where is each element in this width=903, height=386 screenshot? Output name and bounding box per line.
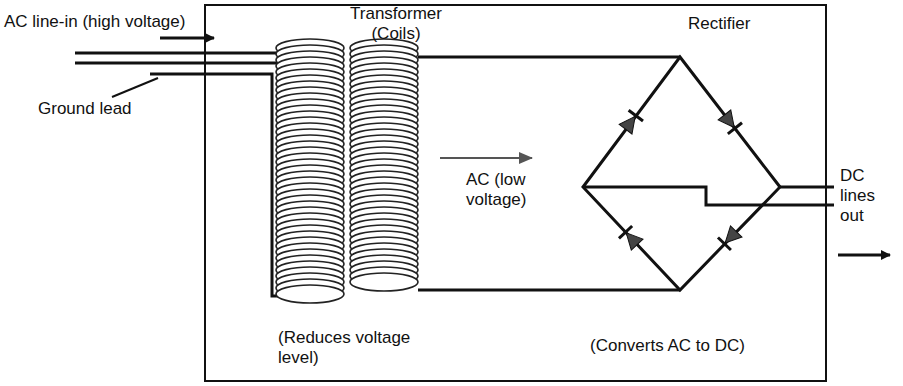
drawing-part (619, 112, 641, 134)
diode-symbol (618, 110, 643, 134)
part-label: Ground lead (38, 99, 132, 119)
part-label: Rectifier (688, 14, 750, 34)
note-label: (Converts AC to DC) (590, 336, 745, 356)
output-label: DC lines out (840, 166, 892, 226)
line-wire (75, 62, 286, 65)
bridge-outline (583, 57, 780, 290)
secondary-wire (418, 289, 680, 292)
secondary-wire (418, 56, 680, 59)
diode-symbol (718, 225, 743, 250)
drawing-part (620, 227, 643, 250)
signal-label: AC (low voltage) (466, 170, 542, 210)
note-label: (Reduces voltage level) (278, 328, 428, 368)
drawing-part (629, 110, 643, 121)
dc-wire (780, 186, 834, 189)
flow-arrow (440, 157, 532, 159)
drawing-part (719, 226, 742, 249)
drawing-part (718, 110, 740, 132)
input-label: AC line-in (high voltage) (4, 12, 185, 32)
ground-wire (150, 74, 290, 296)
flow-arrow (160, 37, 214, 40)
leader-line (112, 78, 158, 97)
housing-box (205, 5, 826, 381)
drawing-part (728, 123, 742, 134)
diode-symbol (717, 109, 742, 133)
drawing-part (718, 238, 731, 251)
primary-coil (276, 39, 344, 303)
flow-arrow (838, 254, 890, 257)
diode-symbol (619, 226, 644, 251)
drawing-part (350, 273, 418, 291)
dc-wire (583, 187, 834, 205)
drawing-part (619, 226, 632, 238)
secondary-coil (350, 39, 418, 291)
line-wire (75, 52, 286, 55)
part-label: Transformer (Coils) (340, 4, 452, 44)
drawing-part (276, 285, 344, 303)
